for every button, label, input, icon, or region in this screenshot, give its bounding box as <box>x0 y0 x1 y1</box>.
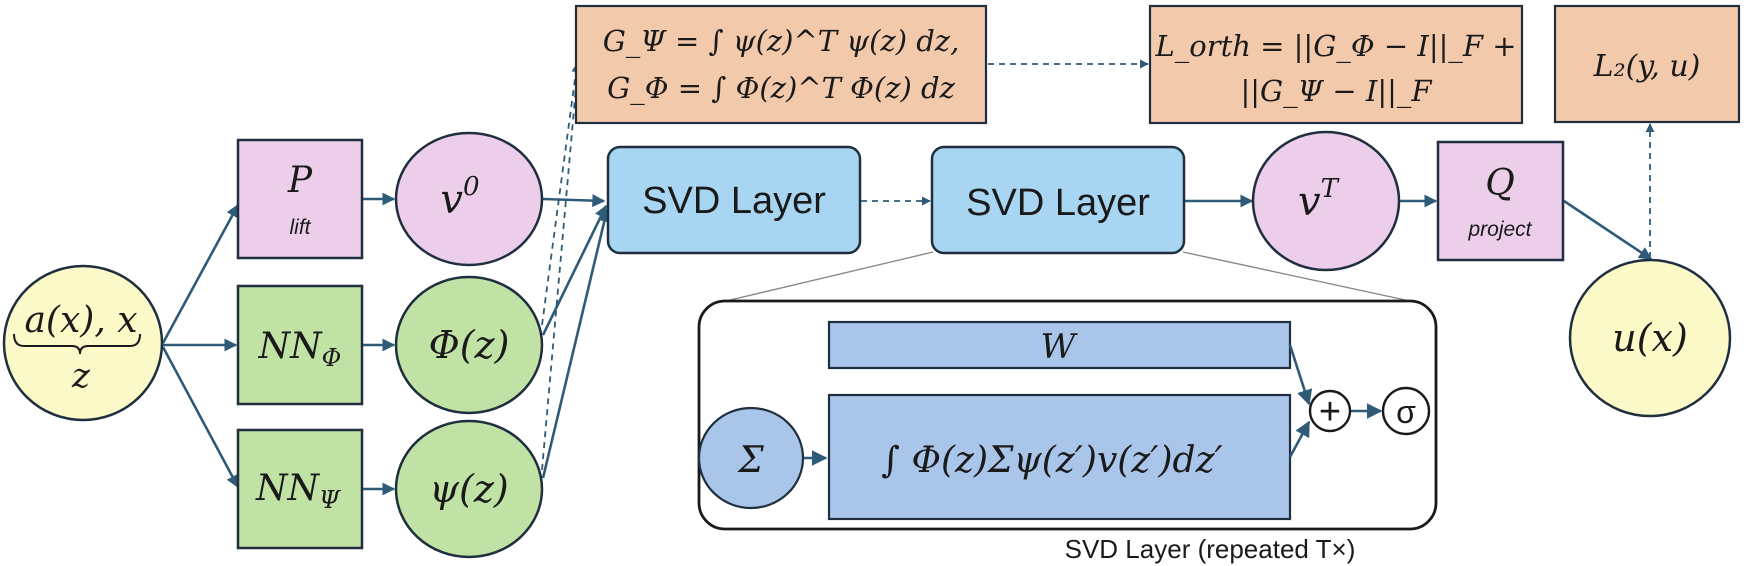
edge-psi-to-svd1 <box>541 208 611 479</box>
edge-phi-to-svd1 <box>541 204 608 336</box>
edges <box>161 59 1655 496</box>
phi-node: Φ(z) <box>394 275 544 415</box>
integral-label: ∫ Φ(z)Σψ(z′)v(z′)dz′ <box>881 440 1222 481</box>
v0-node: v0 <box>394 131 544 267</box>
nn-psi-base: NN <box>255 468 321 509</box>
project-symbol: Q <box>1485 163 1515 204</box>
integral-box <box>827 393 1292 521</box>
input-ellipse <box>2 264 164 422</box>
edge-w-to-plus <box>1288 344 1313 406</box>
output-label: u(x) <box>1612 316 1688 360</box>
v0-label: v0 <box>440 172 479 223</box>
vt-node: vT <box>1251 130 1401 272</box>
gram-rect <box>574 4 988 125</box>
lift-symbol: P <box>287 160 313 201</box>
gram-box: G_Ψ = ∫ ψ(z)^T ψ(z) dz, G_Φ = ∫ Φ(z)^T Φ… <box>574 4 988 125</box>
edge-project-to-output <box>1563 199 1653 261</box>
lift-box <box>236 138 364 260</box>
project-box <box>1436 140 1565 262</box>
plus-circle <box>1308 389 1352 433</box>
svd-layer-detail: W Σ ∫ Φ(z)Σψ(z′)v(z′)dz′ + σ <box>697 299 1438 531</box>
l2-label: L₂(y, u) <box>1593 49 1701 84</box>
nn-phi-sub: Φ <box>322 344 342 372</box>
vt-base: v <box>1298 179 1321 225</box>
input-label: a(x), x <box>24 300 137 341</box>
nn-psi-sub: Ψ <box>319 486 341 514</box>
edge-input-to-nn-psi <box>161 346 240 489</box>
output-node: u(x) <box>1568 258 1732 418</box>
l2-rect <box>1553 4 1741 124</box>
svd-layer-2-box <box>930 145 1186 255</box>
edge-phi-to-gram <box>541 63 581 326</box>
project-caption: project <box>1467 218 1532 241</box>
svd-layer-2: SVD Layer <box>930 145 1186 255</box>
activation-circle <box>1381 386 1431 436</box>
vt-sup: T <box>1321 174 1340 204</box>
zoom-connector-left <box>725 251 934 302</box>
zoom-connector-right <box>1182 251 1411 302</box>
svd-layer-1-label: SVD Layer <box>642 180 826 222</box>
gram-line-2: G_Φ = ∫ Φ(z)^T Φ(z) dz <box>607 71 956 106</box>
v0-base: v <box>440 177 463 223</box>
output-ellipse <box>1568 258 1732 418</box>
svd-layer-1: SVD Layer <box>606 145 862 255</box>
edge-integral-to-plus <box>1288 420 1311 458</box>
plus-label: + <box>1319 391 1341 433</box>
sigma-label: Σ <box>736 440 764 481</box>
nn-psi-label: NNΨ <box>255 468 341 514</box>
underbrace <box>13 333 141 355</box>
phi-label: Φ(z) <box>429 323 510 367</box>
psi-ellipse <box>394 419 544 559</box>
edge-v0-to-svd1 <box>542 194 606 208</box>
l2-loss-box: L₂(y, u) <box>1553 4 1741 124</box>
detail-caption: SVD Layer (repeated T×) <box>1065 534 1356 564</box>
edge-input-to-lift <box>161 203 240 344</box>
lift-caption: lift <box>290 216 312 239</box>
lift-node: P lift <box>236 138 364 260</box>
nn-psi-box <box>236 428 364 550</box>
input-sublabel: z <box>71 356 91 396</box>
svd-layer-1-box <box>606 145 862 255</box>
vt-ellipse <box>1251 130 1401 272</box>
input-node: a(x), x z <box>2 264 164 422</box>
phi-ellipse <box>394 275 544 415</box>
gram-line-1: G_Ψ = ∫ ψ(z)^T ψ(z) dz, <box>603 24 960 59</box>
psi-node: ψ(z) <box>394 419 544 559</box>
w-label: W <box>1041 327 1079 367</box>
orth-loss-box: L_orth = ||G_Φ − I||_F + ||G_Ψ − I||_F <box>1148 4 1524 125</box>
nn-psi-node: NNΨ <box>236 428 364 550</box>
v0-ellipse <box>394 131 544 267</box>
v0-sup: 0 <box>463 172 480 202</box>
nn-phi-node: NNΦ <box>236 284 364 406</box>
edge-psi-to-gram <box>541 63 579 471</box>
project-node: Q project <box>1436 140 1565 262</box>
nn-phi-base: NN <box>258 326 324 367</box>
nn-phi-box <box>236 284 364 406</box>
orth-line-2: ||G_Ψ − I||_F <box>1241 74 1433 109</box>
orth-rect <box>1148 4 1524 125</box>
vt-label: vT <box>1298 174 1340 225</box>
psi-label: ψ(z) <box>429 467 508 511</box>
nn-phi-label: NNΦ <box>258 326 342 372</box>
svd-layer-2-label: SVD Layer <box>966 182 1150 224</box>
activation-label: σ <box>1396 394 1416 430</box>
orth-line-1: L_orth = ||G_Φ − I||_F + <box>1155 29 1517 64</box>
sigma-ellipse <box>697 406 805 510</box>
